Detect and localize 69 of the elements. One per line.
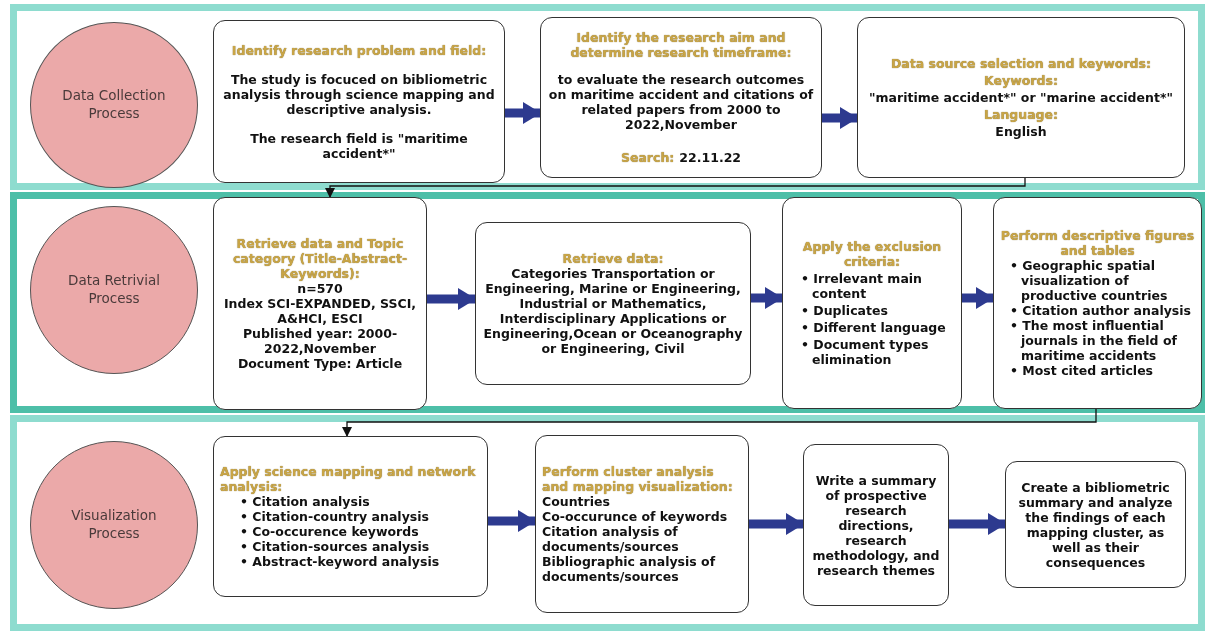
body-text: Co-occurunce of keywords [542,509,729,524]
block-arrow [488,510,536,532]
heading-text: Retrieve data and Topic category (Title-Abstract-Keywords): [231,236,409,281]
heading-text: Perform descriptive figures and tables [1000,228,1195,258]
body-text: English [994,124,1048,139]
body-text: The research field is "maritime accident*" [249,130,469,161]
body-text: n=570 [296,281,344,296]
block-arrow [962,287,994,309]
block-arrow [822,107,858,129]
body-text: "maritime accident*" or "marine accident*" [868,90,1174,105]
body-text: to evaluate the research outcomes on maritime accident and citations of related papers from 2000 to 2022,November [547,72,815,132]
connector-arrow [325,177,1026,198]
bullet-item: • Most cited articles [1010,363,1155,378]
body-text: Document Type: Article [236,356,404,371]
body-text: The study is focuced on bibliometric analysis through science mapping and descriptive analysis. [222,71,496,117]
step-box [475,222,751,385]
bullet-item: • Citation-country analysis [240,509,430,524]
body-text: Create a bibliometric summary and analyze the findings of each mapping cluster, as well as their consequences [1017,479,1174,570]
block-arrow [751,287,783,309]
step-box [993,197,1202,409]
stage-band [10,415,1205,631]
bullet-item: • Irrelevant main content [801,271,923,301]
block-arrow [749,513,804,535]
heading-text: Identify the research aim and determine research timeframe: [569,30,793,60]
heading-text: Identify research problem and field: [230,42,488,58]
step-box [1005,461,1186,588]
bullet-item: • Co-occurence keywords [240,524,420,539]
bullet-item: • Duplicates [801,303,889,318]
block-arrow [949,513,1006,535]
bullet-item: • Citation author analysis [1010,303,1192,318]
block-arrow [505,102,541,124]
heading-text: Language: [983,107,1059,122]
stage-band [10,4,1205,190]
bullet-item: • Citation-sources analysis [240,539,431,554]
stage-label: Data Retrivial Process [67,272,161,308]
body-text: 22.11.22 [679,150,742,165]
bullet-item: • Geographic spatial visualization of productive countries [1010,258,1169,303]
step-box [782,197,962,409]
stage-label: Data Collection Process [61,87,167,123]
heading-text: Search: [620,150,675,165]
stage-label: Visualization Process [70,507,158,543]
heading-text: Apply science mapping and network analysis: [220,464,477,494]
heading-text: Data source selection and keywords: [890,56,1152,71]
heading-text: Perform cluster analysis and mapping visualization: [542,464,734,494]
bullet-item: • Abstract-keyword analysis [240,554,441,569]
block-arrow [427,288,476,310]
step-box [213,20,505,183]
heading-text: Apply the exclusion criteria: [801,239,943,269]
bullet-item: • Citation analysis [240,494,371,509]
heading-text: Keywords: [983,73,1059,88]
body-text: Published year: 2000-2022,November [241,326,399,356]
body-text: Index SCI-EXPANDED, SSCI, A&HCI, ESCI [222,296,418,326]
step-box [803,444,949,606]
heading-text: Retrieve data: [561,251,665,266]
step-box [213,197,427,410]
bullet-item: • Document types elimination [801,337,930,367]
step-box [540,17,822,178]
body-text: Categories Transportation or Engineering, Marine or Engineering, Industrial or Mathematics, Interdisciplinary Applications or Engineering,Ocean or Oceanography or Engineering, Civil [482,266,744,356]
connector-arrow [342,408,1097,437]
step-box [535,435,749,613]
bullet-item: • The most influential journals in the field of maritime accidents [1010,318,1178,363]
body-text: Write a summary of prospective research directions, research methodology, and research themes [811,472,941,578]
body-text: Bibliographic analysis of documents/sources [542,554,717,584]
body-text: Citation analysis of documents/sources [542,524,680,554]
stage-band [10,192,1205,413]
bullet-item: • Different language [801,320,947,335]
step-box [857,17,1185,178]
step-box [213,436,488,597]
body-text: Countries [542,494,611,509]
